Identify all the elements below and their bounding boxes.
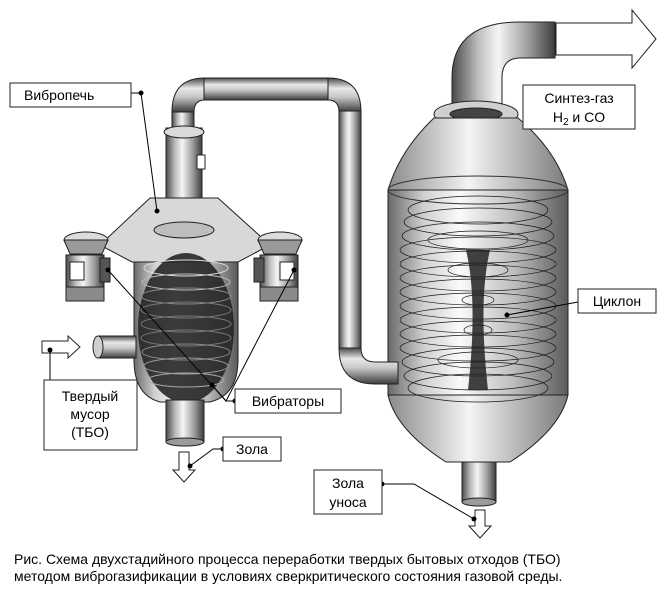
label-syngas: Синтез-газ H2 и CO — [522, 84, 636, 130]
cyclone — [387, 21, 569, 507]
label-cyclone: Циклон — [577, 288, 657, 314]
label-flyash: Зола уноса — [313, 469, 383, 515]
flyash-label-line1: Зола — [332, 475, 364, 491]
flyash-outlet-arrow — [467, 509, 493, 539]
label-msw: Твердый мусор (ТБО) — [43, 379, 138, 451]
vibropech-label-text: Вибропечь — [24, 87, 94, 103]
syngas-label-line1: Синтез-газ — [544, 90, 613, 106]
syngas-outlet-arrow — [555, 8, 657, 70]
vibrating-furnace — [63, 125, 303, 447]
ash-outlet-arrow — [171, 451, 197, 483]
cyclone-label-text: Циклон — [593, 293, 641, 309]
furnace-ash-pipe — [165, 399, 205, 443]
leader-lines — [49, 92, 579, 520]
label-ash: Зола — [222, 436, 282, 462]
msw-inlet-pipe — [97, 335, 137, 359]
cyclone-vortex-core — [466, 250, 490, 390]
vibrator-right — [253, 231, 303, 302]
cyclone-bottom-cone — [387, 394, 569, 463]
furnace-coils — [140, 259, 232, 388]
msw-label-line2: мусор — [70, 406, 110, 422]
figure-caption: Рис. Схема двухстадийного процесса перер… — [14, 551, 654, 585]
msw-label-line3: (ТБО) — [71, 424, 109, 440]
label-vibropech: Вибропечь — [9, 82, 132, 108]
cyclone-ash-pipe — [461, 461, 497, 503]
caption-line-1: Рис. Схема двухстадийного процесса перер… — [14, 551, 561, 567]
syngas-label-line2: H2 и CO — [553, 109, 605, 128]
msw-feed-arrow — [41, 334, 81, 360]
syngas-outlet-pipe — [451, 21, 556, 113]
caption-line-2: методом виброгазификации в условиях свер… — [14, 568, 563, 584]
ash-label-text: Зола — [236, 441, 268, 457]
vibrator-left — [63, 231, 111, 302]
label-vibrators: Вибраторы — [234, 388, 342, 414]
vibrators-label-text: Вибраторы — [252, 393, 324, 409]
msw-label-line1: Твердый — [62, 388, 119, 404]
flyash-label-line2: уноса — [329, 494, 367, 510]
